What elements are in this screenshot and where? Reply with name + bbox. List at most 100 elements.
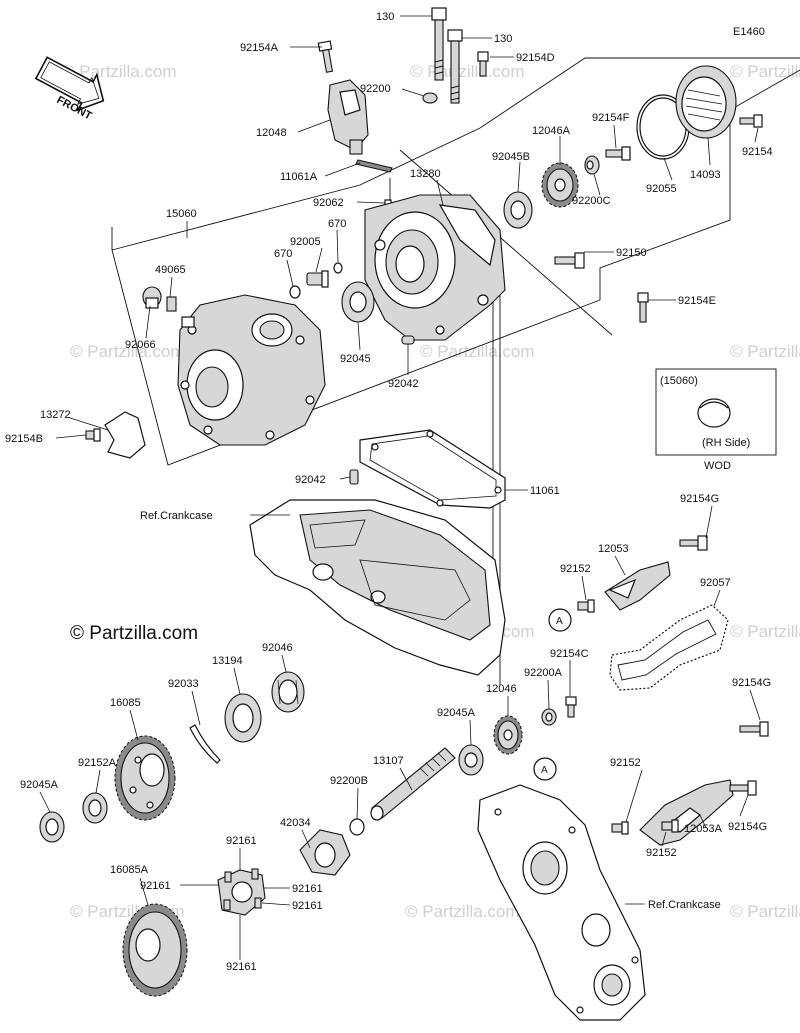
watermark: © Partzilla.com (62, 62, 177, 81)
part-label: 92154G (732, 677, 771, 689)
part-label: 92154E (678, 295, 716, 307)
part-label: 92154F (592, 112, 630, 124)
part-label: 11061 (530, 485, 560, 497)
part-label: 92152 (610, 757, 641, 769)
crankcase-ref-icon (477, 784, 646, 1021)
front-label: FRONT (55, 94, 94, 123)
gear-16085-icon (114, 735, 176, 821)
needle-bearing-92046-icon (271, 671, 305, 713)
watermark: © Partzilla.com (420, 342, 535, 361)
gear-case-13280-icon (364, 194, 506, 341)
part-label: 15060 (166, 208, 197, 220)
damper-92161-icon (217, 868, 266, 916)
diagram-code: E1460 (733, 26, 765, 38)
part-label: 92045A (437, 707, 476, 719)
bolt-92154g-icon (739, 721, 769, 737)
part-label: 92150 (616, 247, 647, 259)
part-label: 92045A (20, 779, 59, 791)
part-label: 92154D (516, 52, 555, 64)
bearing-92045a-icon (39, 811, 65, 843)
ref-a-marker (533, 757, 557, 781)
bolt-92154g-icon (679, 535, 708, 551)
collar-92152-icon (611, 821, 629, 835)
wod-caption: WOD (704, 460, 731, 472)
part-label: 12046 (486, 683, 517, 695)
watermark: © Partzilla.com (730, 622, 800, 641)
part-label: 92200C (572, 195, 611, 207)
bolt-92150-icon (554, 252, 585, 269)
gasket-11061-icon (359, 429, 506, 509)
credit-text: © Partzilla.com (70, 623, 198, 644)
part-label: 42034 (280, 817, 311, 829)
watermark: © Partzilla.com (70, 342, 185, 361)
ref-label: Ref.Crankcase (140, 510, 213, 522)
part-label: 12046A (532, 125, 571, 137)
collar-92152a-icon (82, 792, 108, 824)
part-label: 92152 (646, 847, 677, 859)
plug-670-icon (333, 262, 343, 274)
part-label: 92161 (292, 900, 323, 912)
gear-12046-icon (493, 715, 523, 755)
wod-ref: (15060) (660, 375, 698, 387)
part-label: 12048 (256, 127, 287, 139)
part-label: 49065 (155, 264, 186, 276)
part-label: 11061A (280, 171, 318, 183)
part-label: 92062 (313, 197, 344, 209)
bearing-92045a-icon (458, 744, 484, 776)
part-label: 16085A (110, 864, 149, 876)
collar-92152-icon (577, 599, 595, 613)
ref-label: Ref.Crankcase (648, 899, 721, 911)
front-arrow-icon (34, 56, 105, 112)
part-label: 92161 (226, 835, 257, 847)
leader-lines (39, 15, 761, 960)
plug-670-icon (289, 285, 301, 299)
part-label: 92154G (680, 493, 719, 505)
gear-16085a-icon (122, 903, 188, 997)
tensioner-12048-icon (327, 79, 369, 155)
gasket-11061a-icon (355, 159, 393, 173)
part-label: 92154B (5, 433, 43, 445)
part-label: 13280 (410, 168, 441, 180)
bolt-92154e-icon (637, 292, 649, 323)
part-label: 12053A (684, 823, 723, 835)
part-label: 14093 (690, 169, 721, 181)
part-label: 92154C (550, 648, 589, 660)
part-label: 92005 (290, 236, 321, 248)
part-label: 92200A (524, 667, 563, 679)
part-label: 92042 (295, 474, 326, 486)
bolt-92154g-icon (729, 780, 757, 796)
part-label: 92055 (646, 183, 677, 195)
part-label: 13272 (40, 409, 71, 421)
chain-92057-icon (609, 604, 729, 691)
part-label: 92161 (292, 883, 323, 895)
bracket-13272-icon (104, 411, 146, 459)
circlip-92033-icon (189, 724, 221, 764)
part-label: 92154G (728, 821, 767, 833)
bolt-130-icon (447, 29, 463, 104)
part-label: 92154 (742, 146, 773, 158)
chain-guide-12053-icon (604, 561, 671, 611)
gear-12046a-icon (541, 162, 579, 208)
part-label: 92045 (340, 353, 371, 365)
ref-a-label: A (556, 616, 563, 627)
part-label: 12053 (598, 543, 629, 555)
part-label: 670 (274, 248, 292, 260)
part-label: 92200B (330, 775, 368, 787)
wod-inset-box (655, 368, 777, 456)
bolt-92154a-icon (317, 40, 334, 73)
part-label: 92066 (125, 339, 156, 351)
part-label: 16085 (110, 697, 141, 709)
bolt-49065-icon (166, 296, 195, 328)
part-label: 92045B (492, 151, 530, 163)
bolt-92154d-icon (477, 51, 489, 77)
part-label: 92152 (560, 563, 591, 575)
bolt-92066-icon (142, 286, 162, 309)
part-label: 670 (328, 218, 346, 230)
part-label: 92033 (168, 678, 199, 690)
bolt-92005-icon (306, 270, 329, 288)
part-label: 13107 (373, 755, 404, 767)
bolt-92154-icon (739, 114, 763, 128)
shaft-13107-icon (370, 747, 456, 821)
